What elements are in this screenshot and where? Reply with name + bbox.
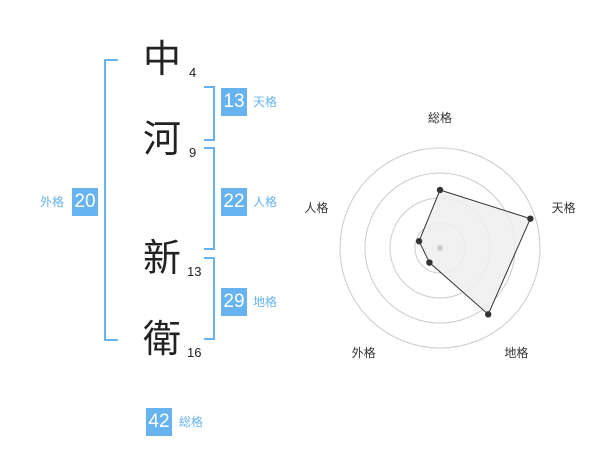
chikaku-bracket (204, 257, 215, 340)
radar-axis-label-2: 地格 (504, 345, 528, 360)
name-char-1: 中 (143, 37, 182, 81)
radar-axis-label-4: 人格 (304, 200, 328, 215)
stroke-count-3: 13 (187, 264, 202, 279)
name-char-2: 河 (143, 117, 182, 161)
radar-point-3 (426, 259, 433, 266)
tenkaku-label: 天格 (253, 95, 278, 109)
radar-polygon (418, 189, 532, 316)
name-char-3: 新 (143, 236, 182, 280)
stroke-count-4: 16 (187, 345, 202, 360)
radar-points (415, 186, 534, 318)
soukaku-value: 42 (146, 408, 172, 436)
soukaku-label: 総格 (179, 415, 204, 429)
radar-point-2 (484, 311, 492, 318)
outer-bracket (104, 59, 118, 341)
stroke-count-2: 9 (189, 145, 197, 160)
tenkaku-bracket (204, 86, 215, 141)
radar-axis-label-3: 外格 (352, 345, 376, 360)
gaikaku-label: 外格 (40, 195, 65, 209)
radar-point-4 (415, 238, 423, 245)
radar-axis-label-0: 総格 (428, 110, 452, 125)
gaikaku-value: 20 (72, 188, 98, 216)
jinkaku-label: 人格 (253, 195, 278, 209)
jinkaku-value: 22 (221, 188, 247, 216)
stroke-count-1: 4 (189, 65, 197, 80)
radar-axis-label-1: 天格 (552, 200, 576, 215)
jinkaku-bracket (204, 147, 215, 250)
chikaku-label: 地格 (253, 295, 278, 309)
tenkaku-value: 13 (221, 88, 247, 116)
radar-center-dot (437, 245, 443, 251)
chikaku-value: 29 (221, 288, 247, 316)
name-char-4: 衛 (143, 317, 182, 361)
radar-ring-4 (339, 147, 541, 349)
radar-point-1 (527, 215, 534, 222)
radar-point-0 (436, 186, 444, 194)
